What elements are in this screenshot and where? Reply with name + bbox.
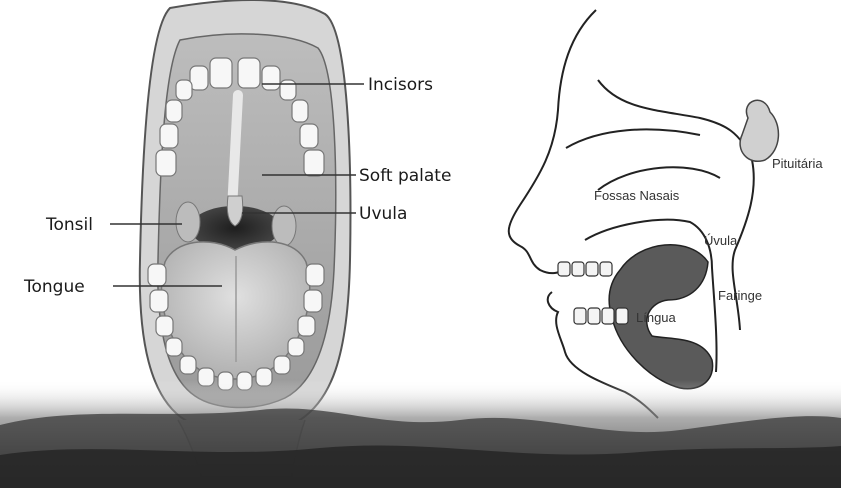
left-tonsil-shape [176,202,200,242]
label-tonsil: Tonsil [45,215,93,235]
profile-upper-teeth [558,262,612,276]
label-soft-palate: Soft palate [359,166,451,186]
face-profile [509,10,596,273]
nasal-inner [598,167,720,190]
pituitary-shape [740,100,778,161]
label-uvula: Uvula [359,204,407,224]
right-tonsil-shape [272,206,296,246]
throat-wall [712,268,717,372]
dark-ground-background [0,380,841,488]
label-pituitaria: Pituitária [772,156,823,171]
label-uvula-pt: Úvula [704,233,738,248]
head-section-illustration [509,10,754,418]
palate-raphe [232,95,238,210]
profile-lower-teeth [574,308,628,324]
label-fossas-nasais: Fossas Nasais [594,188,680,203]
label-faringe: Faringe [718,288,762,303]
label-tongue: Tongue [23,277,85,297]
label-incisors: Incisors [368,75,433,95]
label-lingua: Língua [636,310,677,325]
sinus-curve [566,129,700,148]
